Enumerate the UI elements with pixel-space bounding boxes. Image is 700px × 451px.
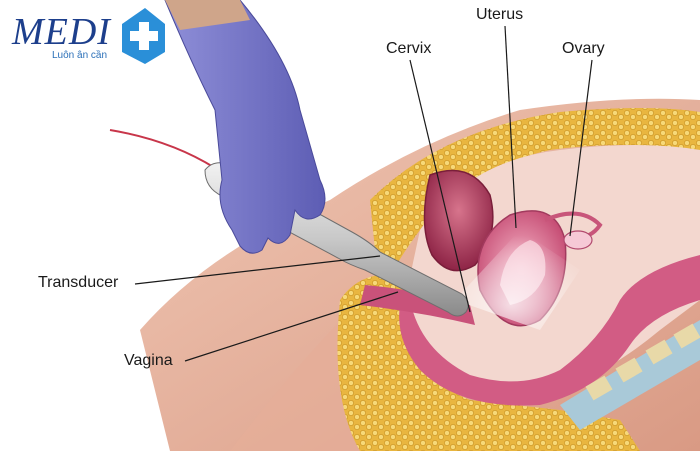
medical-cross-icon (122, 8, 165, 64)
logo-wordmark: MEDI (12, 10, 111, 54)
label-cervix: Cervix (386, 40, 431, 58)
logo-tagline: Luôn ân cần (52, 50, 107, 61)
transducer-cable (110, 130, 215, 168)
gloved-hand (165, 0, 325, 253)
label-transducer: Transducer (38, 274, 118, 292)
label-uterus: Uterus (476, 6, 523, 24)
label-vagina: Vagina (124, 352, 173, 370)
label-ovary: Ovary (562, 40, 605, 58)
